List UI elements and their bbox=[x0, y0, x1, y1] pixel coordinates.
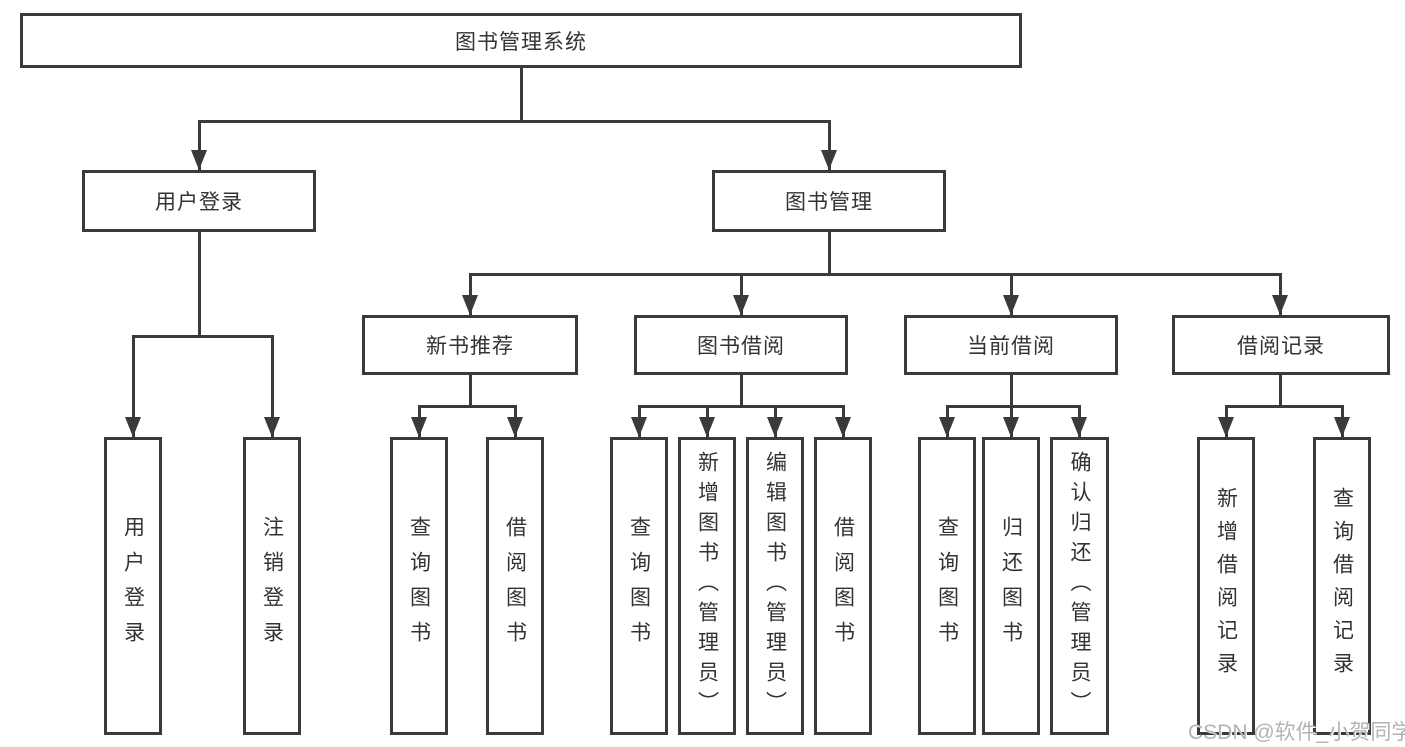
arrowhead-icon bbox=[1071, 417, 1087, 437]
node-new-book-recommend: 新书推荐 bbox=[362, 315, 578, 375]
leaf-add-book-admin: 新增图书（管理员） bbox=[678, 437, 736, 735]
leaf-user-login-label: 用户登录 bbox=[121, 516, 145, 656]
leaf-newbook-query-book: 查询图书 bbox=[390, 437, 448, 735]
node-user-login-label: 用户登录 bbox=[155, 191, 243, 214]
arrowhead-icon bbox=[462, 295, 478, 315]
node-book-management-label: 图书管理 bbox=[785, 191, 873, 214]
arrowhead-icon bbox=[125, 417, 141, 437]
connector-line bbox=[946, 405, 1081, 408]
leaf-borrow-borrow-book: 借阅图书 bbox=[814, 437, 872, 735]
node-borrow-record: 借阅记录 bbox=[1172, 315, 1390, 375]
leaf-add-borrow-record: 新增借阅记录 bbox=[1197, 437, 1255, 735]
connector-line bbox=[638, 405, 845, 408]
connector-line bbox=[198, 120, 831, 123]
leaf-current-query-book-label: 查询图书 bbox=[935, 516, 959, 656]
node-book-borrow-label: 图书借阅 bbox=[697, 335, 785, 358]
leaf-edit-book-admin-label: 编辑图书（管理员） bbox=[763, 451, 787, 721]
node-library-system-label: 图书管理系统 bbox=[455, 30, 587, 54]
leaf-add-borrow-record-label: 新增借阅记录 bbox=[1214, 487, 1238, 685]
arrowhead-icon bbox=[1003, 417, 1019, 437]
leaf-confirm-return-admin: 确认归还（管理员） bbox=[1050, 437, 1109, 735]
node-current-borrow: 当前借阅 bbox=[904, 315, 1118, 375]
arrowhead-icon bbox=[939, 417, 955, 437]
leaf-current-query-book: 查询图书 bbox=[918, 437, 976, 735]
arrowhead-icon bbox=[507, 417, 523, 437]
connector-line bbox=[520, 68, 523, 120]
connector-line bbox=[469, 273, 1282, 276]
connector-line bbox=[198, 232, 201, 335]
arrowhead-icon bbox=[835, 417, 851, 437]
connector-line bbox=[1279, 375, 1282, 405]
connector-line bbox=[418, 405, 517, 408]
arrowhead-icon bbox=[699, 417, 715, 437]
leaf-newbook-query-book-label: 查询图书 bbox=[407, 516, 431, 656]
leaf-borrow-borrow-book-label: 借阅图书 bbox=[831, 516, 855, 656]
leaf-borrow-query-book: 查询图书 bbox=[610, 437, 668, 735]
arrowhead-icon bbox=[264, 417, 280, 437]
connector-line bbox=[469, 273, 472, 315]
csdn-watermark: CSDN @软件_小贺同学 bbox=[1188, 721, 1405, 744]
connector-line bbox=[132, 335, 274, 338]
connector-line bbox=[1279, 273, 1282, 315]
connector-line bbox=[469, 375, 472, 405]
connector-line bbox=[1010, 273, 1013, 315]
node-current-borrow-label: 当前借阅 bbox=[967, 335, 1055, 358]
connector-line bbox=[271, 335, 274, 437]
node-library-system: 图书管理系统 bbox=[20, 13, 1022, 68]
leaf-user-login: 用户登录 bbox=[104, 437, 162, 735]
connector-line bbox=[1225, 405, 1344, 408]
connector-line bbox=[740, 273, 743, 315]
arrowhead-icon bbox=[1218, 417, 1234, 437]
arrowhead-icon bbox=[411, 417, 427, 437]
arrowhead-icon bbox=[733, 295, 749, 315]
leaf-query-borrow-record-label: 查询借阅记录 bbox=[1330, 487, 1354, 685]
leaf-borrow-query-book-label: 查询图书 bbox=[627, 516, 651, 656]
node-book-management: 图书管理 bbox=[712, 170, 946, 232]
leaf-confirm-return-admin-label: 确认归还（管理员） bbox=[1068, 451, 1091, 721]
connector-line bbox=[828, 232, 831, 273]
leaf-query-borrow-record: 查询借阅记录 bbox=[1313, 437, 1371, 735]
leaf-newbook-borrow-book-label: 借阅图书 bbox=[503, 516, 527, 656]
connector-line bbox=[740, 375, 743, 405]
arrowhead-icon bbox=[631, 417, 647, 437]
arrowhead-icon bbox=[191, 150, 207, 170]
connector-line bbox=[828, 120, 831, 170]
leaf-logout: 注销登录 bbox=[243, 437, 301, 735]
connector-line bbox=[198, 120, 201, 170]
arrowhead-icon bbox=[1334, 417, 1350, 437]
leaf-newbook-borrow-book: 借阅图书 bbox=[486, 437, 544, 735]
connector-line bbox=[132, 335, 135, 437]
node-borrow-record-label: 借阅记录 bbox=[1237, 335, 1325, 358]
node-user-login: 用户登录 bbox=[82, 170, 316, 232]
arrowhead-icon bbox=[1003, 295, 1019, 315]
leaf-logout-label: 注销登录 bbox=[260, 516, 284, 656]
connector-line bbox=[1010, 375, 1013, 405]
leaf-return-book-label: 归还图书 bbox=[999, 516, 1023, 656]
arrowhead-icon bbox=[767, 417, 783, 437]
leaf-add-book-admin-label: 新增图书（管理员） bbox=[695, 451, 719, 721]
leaf-edit-book-admin: 编辑图书（管理员） bbox=[746, 437, 804, 735]
arrowhead-icon bbox=[1272, 295, 1288, 315]
node-new-book-recommend-label: 新书推荐 bbox=[426, 335, 514, 358]
arrowhead-icon bbox=[821, 150, 837, 170]
node-book-borrow: 图书借阅 bbox=[634, 315, 848, 375]
leaf-return-book: 归还图书 bbox=[982, 437, 1040, 735]
